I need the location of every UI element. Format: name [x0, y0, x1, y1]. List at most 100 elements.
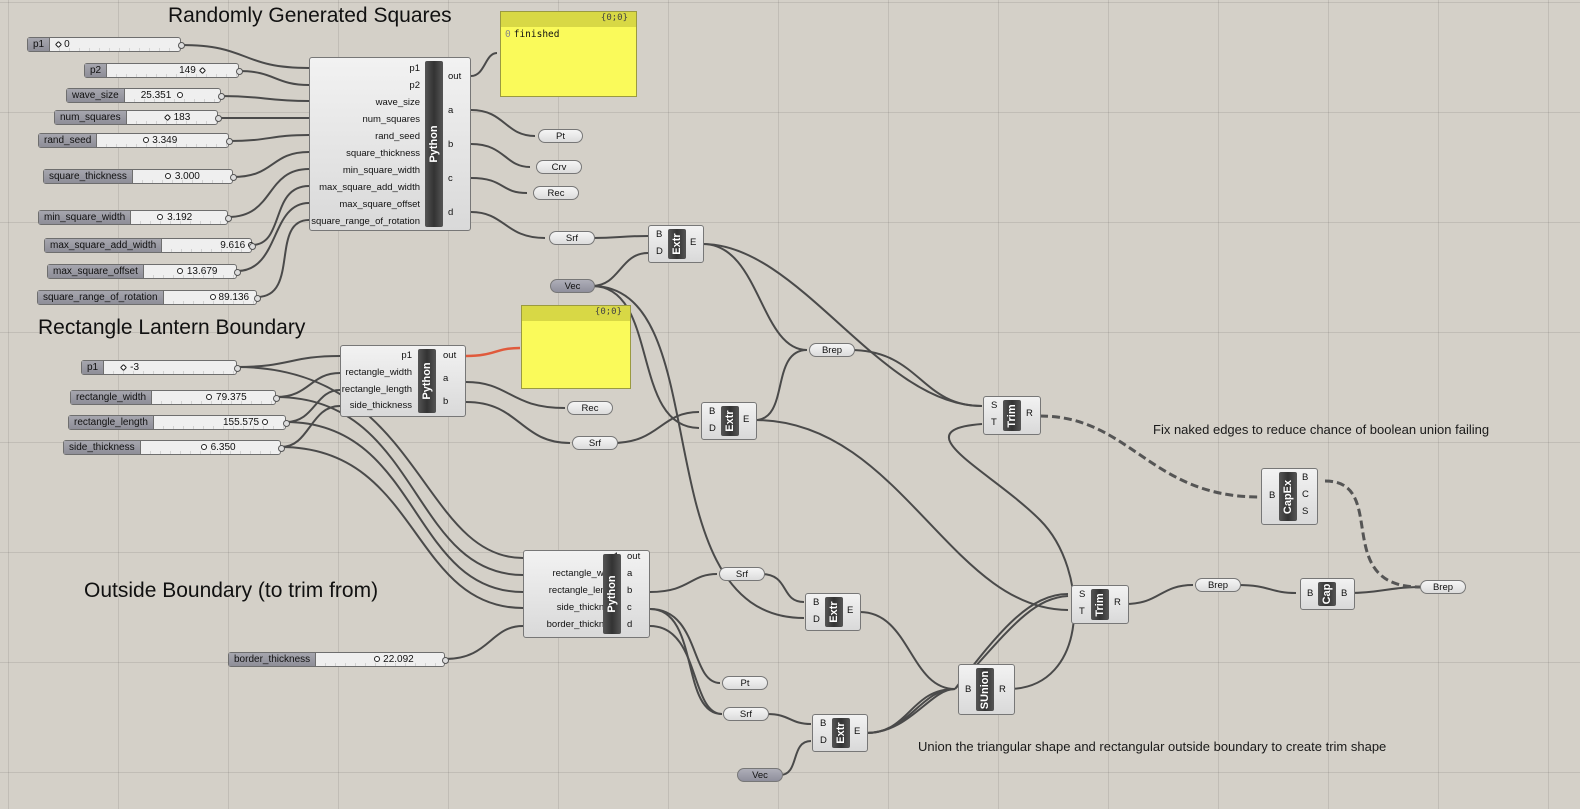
slider-rail[interactable]: -3 — [104, 361, 236, 374]
slider-knob[interactable] — [163, 113, 171, 122]
slider-rail[interactable]: 25.351 — [124, 89, 220, 102]
input-p2[interactable]: p2 — [409, 80, 420, 91]
slider-rail[interactable]: 3.349 — [97, 134, 228, 147]
component-band[interactable]: Extr — [668, 229, 686, 259]
slider-rand-seed[interactable]: rand_seed 3.349 — [38, 133, 233, 148]
slider-rail[interactable]: 183 — [126, 111, 217, 124]
output-r[interactable]: R — [999, 684, 1006, 695]
output-b[interactable]: b — [443, 396, 449, 407]
slider-knob[interactable] — [206, 394, 213, 400]
component-band[interactable]: Python — [418, 349, 436, 413]
input-border-thickness[interactable]: border_thickness — [546, 619, 619, 630]
output-r[interactable]: R — [1114, 597, 1121, 608]
trim-component-1[interactable]: S T Trim R — [983, 396, 1041, 435]
output-r[interactable]: R — [1026, 408, 1033, 419]
slider-wave-size[interactable]: wave_size 25.351 — [66, 88, 225, 103]
param-vec[interactable]: Vec — [550, 279, 595, 293]
input-rectangle-width[interactable]: rectangle_width — [345, 367, 412, 378]
component-band[interactable]: Trim — [1003, 400, 1021, 431]
extrude-component-3[interactable]: B D Extr E — [805, 593, 861, 631]
param-rec[interactable]: Rec — [567, 401, 613, 415]
output-grip[interactable] — [234, 269, 241, 276]
component-band[interactable]: SUnion — [976, 668, 994, 711]
input-max-square-offset[interactable]: max_square_offset — [339, 199, 420, 210]
slider-rectangle-width[interactable]: rectangle_width 79.375 — [70, 390, 280, 405]
input-rand-seed[interactable]: rand_seed — [375, 131, 420, 142]
param-crv[interactable]: Crv — [536, 160, 582, 174]
input-rectangle-length[interactable]: rectangle_length — [548, 585, 619, 596]
input-t[interactable]: T — [991, 417, 997, 428]
component-band[interactable]: Python — [603, 554, 621, 634]
slider-knob[interactable] — [55, 40, 63, 49]
slider-min-square-width[interactable]: min_square_width 3.192 — [38, 210, 232, 225]
input-side-thickness[interactable]: side_thickness — [349, 400, 412, 411]
output-grip[interactable] — [273, 395, 280, 402]
input-min-square-width[interactable]: min_square_width — [342, 165, 420, 176]
slider-p1-lantern[interactable]: p1 -3 — [81, 360, 241, 375]
output-grip[interactable] — [225, 215, 232, 222]
output-a[interactable]: a — [443, 373, 449, 384]
slider-knob[interactable] — [176, 268, 183, 274]
slider-max-square-add-width[interactable]: max_square_add_width 9.616 — [44, 238, 256, 253]
output-grip[interactable] — [226, 138, 233, 145]
slider-knob[interactable] — [157, 214, 164, 220]
capex-component[interactable]: B CapEx B C S — [1261, 468, 1318, 525]
output-grip[interactable] — [215, 115, 222, 122]
slider-side-thickness[interactable]: side_thickness 6.350 — [63, 440, 285, 455]
input-p1[interactable]: p1 — [409, 63, 420, 74]
component-band[interactable]: Python — [425, 61, 443, 227]
output-c[interactable]: c — [627, 602, 632, 613]
python-component-squares[interactable]: p1 p2 wave_size num_squares rand_seed sq… — [309, 57, 471, 231]
component-band[interactable]: Cap — [1318, 582, 1336, 606]
slider-knob[interactable] — [120, 363, 128, 372]
input-p1[interactable]: p1 — [401, 350, 412, 361]
output-s[interactable]: S — [1302, 506, 1309, 517]
slider-p1-squares[interactable]: p1 0 — [27, 37, 185, 52]
input-b[interactable]: B — [813, 597, 820, 608]
input-b[interactable]: B — [965, 684, 972, 695]
slider-square-range-of-rotation[interactable]: square_range_of_rotation 89.136 — [37, 290, 261, 305]
input-max-square-add-width[interactable]: max_square_add_width — [319, 182, 420, 193]
input-b[interactable]: B — [709, 406, 716, 417]
input-b[interactable]: B — [656, 229, 663, 240]
output-out[interactable]: out — [443, 350, 457, 361]
input-d[interactable]: D — [820, 735, 827, 746]
input-num-squares[interactable]: num_squares — [362, 114, 420, 125]
output-grip[interactable] — [254, 295, 261, 302]
output-c[interactable]: C — [1302, 489, 1309, 500]
output-grip[interactable] — [442, 657, 449, 664]
extrude-component-1[interactable]: B D Extr E — [648, 225, 704, 263]
slider-knob[interactable] — [199, 66, 207, 75]
component-band[interactable]: Extr — [721, 406, 739, 436]
slider-rail[interactable]: 13.679 — [143, 265, 236, 278]
input-side-thickness[interactable]: side_thickness — [556, 602, 619, 613]
param-pt[interactable]: Pt — [538, 129, 583, 143]
input-s[interactable]: S — [991, 400, 998, 411]
python-component-lantern[interactable]: p1 rectangle_width rectangle_length side… — [340, 345, 466, 417]
output-b[interactable]: B — [1341, 588, 1348, 599]
slider-knob[interactable] — [176, 92, 183, 98]
slider-rail[interactable]: 155.575 — [153, 416, 285, 429]
slider-knob[interactable] — [143, 137, 150, 143]
slider-rail[interactable]: 149 — [107, 64, 238, 77]
input-b[interactable]: B — [1307, 588, 1314, 599]
input-t[interactable]: T — [1079, 606, 1085, 617]
slider-max-square-offset[interactable]: max_square_offset 13.679 — [47, 264, 241, 279]
slider-knob[interactable] — [261, 419, 268, 425]
input-b[interactable]: B — [1269, 490, 1276, 501]
output-grip[interactable] — [249, 243, 256, 250]
panel-empty[interactable]: {0;0} — [521, 305, 631, 389]
slider-rail[interactable]: 9.616 — [162, 239, 255, 252]
output-d[interactable]: d — [627, 619, 633, 630]
param-pt[interactable]: Pt — [722, 676, 768, 690]
input-rectangle-length[interactable]: rectangle_length — [341, 384, 412, 395]
slider-knob[interactable] — [374, 656, 381, 662]
slider-rail[interactable]: 3.192 — [131, 211, 227, 224]
output-grip[interactable] — [218, 93, 225, 100]
slider-knob[interactable] — [209, 294, 216, 300]
slider-knob[interactable] — [200, 444, 207, 450]
slider-p2-squares[interactable]: p2 149 — [84, 63, 243, 78]
output-grip[interactable] — [178, 42, 185, 49]
param-brep[interactable]: Brep — [1420, 580, 1466, 594]
